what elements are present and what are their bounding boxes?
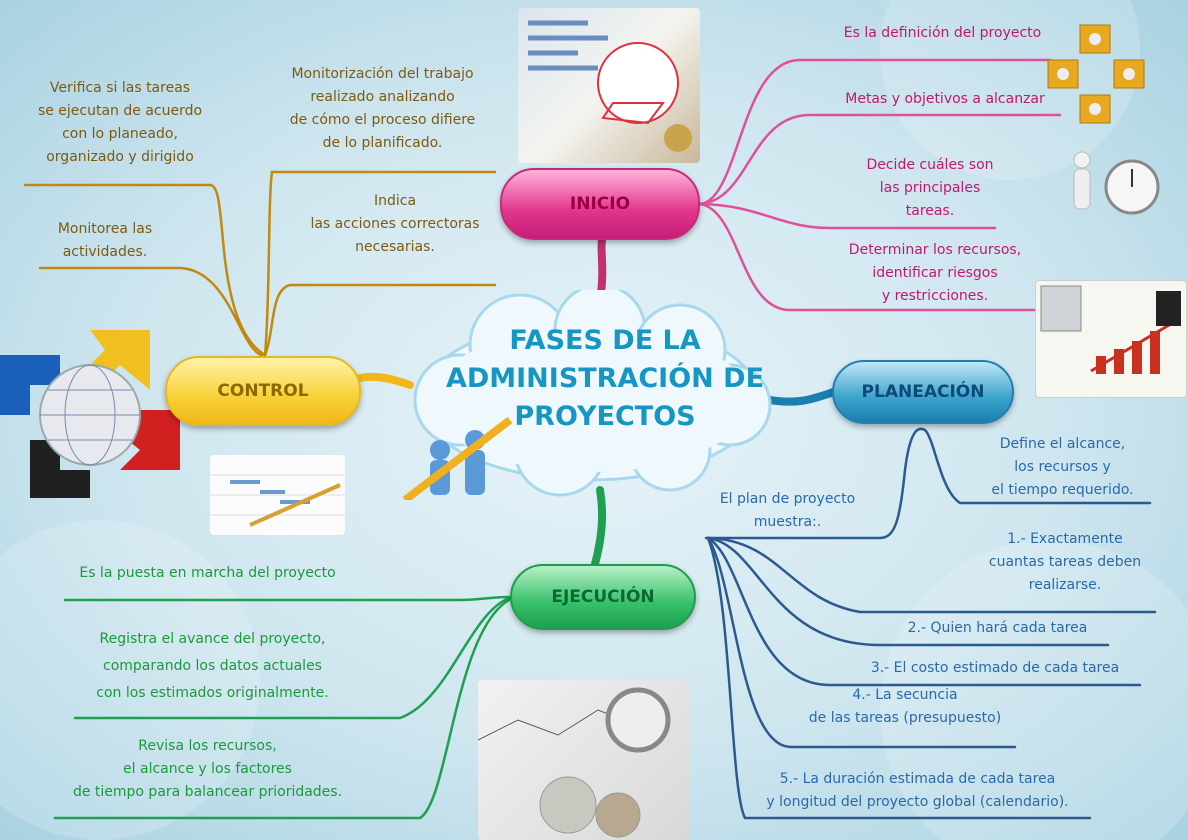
node-ejecucion[interactable]: EJECUCIÓN xyxy=(510,564,696,630)
control-branches xyxy=(23,170,497,357)
gantt-chart-image xyxy=(210,455,345,535)
ejecucion-item: Registra el avance del proyecto,comparan… xyxy=(96,631,329,701)
puzzle-people-image xyxy=(1040,15,1152,135)
ejecucion-branches xyxy=(53,595,517,820)
plan-item: 3.- El costo estimado de cada tarea xyxy=(870,660,1120,676)
inicio-item: Es la definición del proyecto xyxy=(843,25,1042,41)
connector-planeacion xyxy=(766,388,838,406)
title-line: FASES DE LA xyxy=(509,325,701,356)
ejecucion-item: Es la puesta en marcha del proyecto xyxy=(79,565,336,581)
background-bubble xyxy=(0,520,260,840)
inicio-item: Determinar los recursos,identificar ries… xyxy=(848,242,1022,304)
node-inicio[interactable]: INICIO xyxy=(500,168,700,240)
stopwatch-figure-image xyxy=(1062,145,1162,225)
title-line: ADMINISTRACIÓN DE xyxy=(445,363,765,394)
planning-meeting-image xyxy=(518,8,700,163)
inicio-item: Metas y objetivos a alcanzar xyxy=(845,91,1045,107)
plan-item: 2.- Quien hará cada tarea xyxy=(907,620,1088,636)
globe-arrows-logo xyxy=(0,330,182,498)
node-planeacion[interactable]: PLANEACIÓN xyxy=(832,360,1014,424)
background-bubble xyxy=(880,540,1188,840)
central-title: FASES DE LA ADMINISTRACIÓN DE PROYECTOS xyxy=(440,322,770,436)
title-line: PROYECTOS xyxy=(514,401,696,432)
inicio-branches xyxy=(698,58,1062,312)
ejecucion-item: Revisa los recursos,el alcance y los fac… xyxy=(72,738,343,800)
node-control[interactable]: CONTROL xyxy=(165,356,361,426)
planeacion-branches xyxy=(704,427,1157,820)
connector-ejecucion xyxy=(591,486,607,568)
connector-control xyxy=(356,372,414,389)
team-figures-icon xyxy=(402,416,513,500)
watch-coins-image xyxy=(478,680,690,840)
central-cloud xyxy=(402,290,772,500)
financial-chart-image xyxy=(1035,280,1187,398)
